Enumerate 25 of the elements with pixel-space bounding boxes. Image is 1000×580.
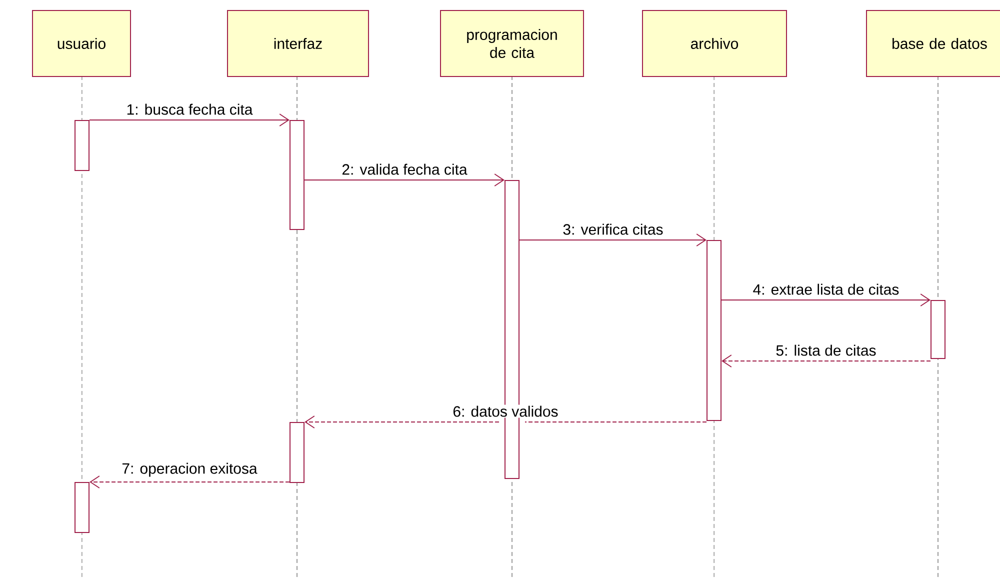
- message-label: 6: datos validos: [452, 404, 560, 418]
- participant-box: usuario: [32, 10, 132, 77]
- participant-box: interfaz: [227, 10, 369, 77]
- activation-bar: [290, 422, 304, 483]
- message-arrow: [304, 416, 707, 428]
- message-label: 3: verifica citas: [562, 222, 664, 236]
- message-label: 1: busca fecha cita: [125, 102, 254, 116]
- participant-box: archivo: [642, 10, 787, 77]
- activation-bar: [930, 300, 946, 359]
- message-label: 2: valida fecha cita: [340, 162, 468, 176]
- message-arrow: [90, 476, 290, 488]
- message-arrow: [89, 114, 290, 126]
- activation-bar: [706, 240, 722, 421]
- participant-box: programacion de cita: [440, 10, 584, 77]
- activation-bar: [290, 120, 304, 230]
- message-label: 4: extrae lista de citas: [752, 282, 900, 296]
- message-arrow: [519, 234, 706, 246]
- activation-bar: [74, 120, 90, 171]
- message-label: 7: operacion exitosa: [120, 462, 258, 478]
- message-arrow: [721, 294, 930, 306]
- message-label: 5: lista de citas: [774, 344, 878, 357]
- participant-box: base de datos: [866, 10, 1000, 77]
- message-arrow: [722, 354, 931, 368]
- message-arrow: [304, 174, 504, 186]
- activation-bar: [74, 482, 90, 533]
